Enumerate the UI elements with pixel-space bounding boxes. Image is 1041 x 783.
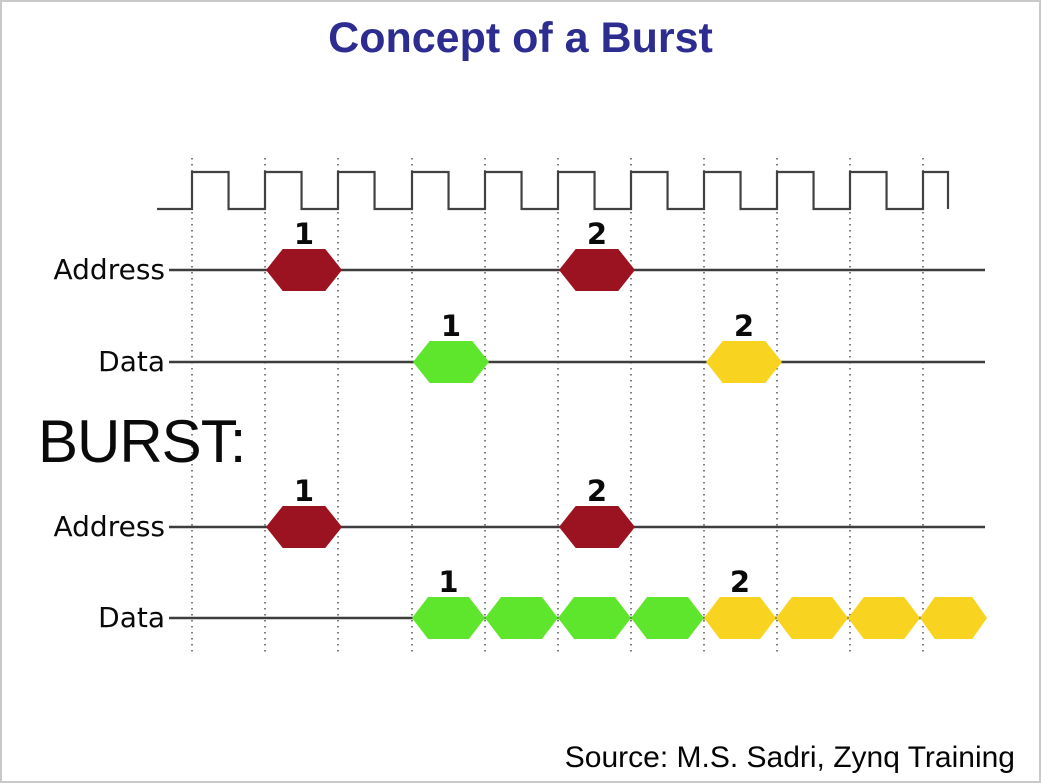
data-burst-hex — [631, 597, 704, 639]
clock-waveform — [157, 170, 950, 211]
row-label-address-burst: Address — [53, 510, 165, 543]
transaction-number: 1 — [294, 217, 314, 251]
transaction-number: 1 — [294, 474, 314, 508]
transaction-number: 1 — [441, 309, 461, 343]
transaction-number: 2 — [734, 309, 754, 343]
data-single-hex-2 — [706, 341, 782, 383]
transaction-number: 2 — [587, 474, 607, 508]
data-burst-hex-2 — [704, 597, 776, 639]
row-label-data-single: Data — [98, 345, 165, 378]
row-label-data-burst: Data — [98, 601, 165, 634]
burst-label: BURST: — [38, 408, 246, 475]
slide-title: Concept of a Burst — [328, 14, 713, 62]
transaction-number: 2 — [730, 565, 750, 599]
transaction-number: 2 — [587, 217, 607, 251]
data-burst-hex — [558, 597, 631, 639]
data-burst-hex — [920, 597, 987, 639]
row-label-address-single: Address — [53, 253, 165, 286]
data-burst-hex — [485, 597, 558, 639]
address-single-hex-1 — [266, 249, 342, 291]
address-burst-hex-2 — [559, 506, 635, 548]
data-burst-hex — [848, 597, 920, 639]
source-credit: Source: M.S. Sadri, Zynq Training — [564, 741, 1015, 774]
data-single-hex-1 — [413, 341, 489, 383]
address-single-hex-2 — [559, 249, 635, 291]
data-burst-hex-1 — [412, 597, 485, 639]
data-burst-hex — [776, 597, 848, 639]
transaction-number: 1 — [438, 565, 458, 599]
address-burst-hex-1 — [266, 506, 342, 548]
